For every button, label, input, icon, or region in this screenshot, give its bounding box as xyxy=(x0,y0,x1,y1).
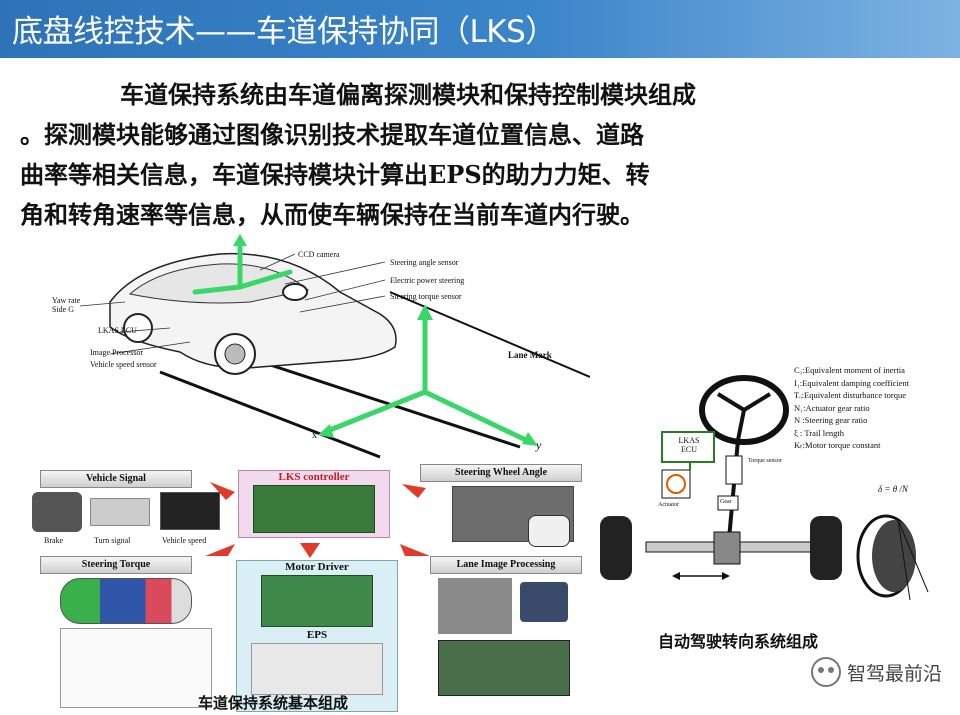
torque-sensor-label: Torque sensor xyxy=(748,458,782,464)
car-sensor-diagram: CCD camera Steering angle sensor Electri… xyxy=(50,232,591,460)
legend-item: I₁:Equivalent damping coefficient xyxy=(794,377,910,388)
steering-system-diagram: C₁:Equivalent moment of inertia I₁:Equiv… xyxy=(598,360,960,660)
motor-driver-label: Motor Driver xyxy=(285,561,349,573)
legend-item: Tₒ:Equivalent disturbance torque xyxy=(794,390,906,400)
title-bar: 底盘线控技术——车道保持协同（LKS） xyxy=(0,0,960,58)
legend-item: Kₜ:Motor torque constant xyxy=(794,440,881,450)
paragraph-line: 车道保持系统由车道偏离探测模块和保持控制模块组成 xyxy=(120,80,696,109)
car-illustration xyxy=(79,234,591,459)
paragraph-line: 。探测模块能够通过图像识别技术提取车道位置信息、道路 xyxy=(20,120,644,149)
lane-mark-label: Lane Mark xyxy=(508,350,552,360)
legend-item: ξ : Trail length xyxy=(794,427,844,438)
vehicle-speed-image xyxy=(160,492,220,530)
steering-illustration xyxy=(600,375,929,601)
image-processor-label: Image Processor xyxy=(90,348,144,357)
legend-item: C₁:Equivalent moment of inertia xyxy=(794,365,905,375)
block-arrows xyxy=(205,482,430,558)
processing-board-image xyxy=(438,640,570,696)
controller-board-image xyxy=(253,485,375,533)
steering-torque-label: Steering Torque xyxy=(40,556,192,574)
steering-angle-sensor-label: Steering angle sensor xyxy=(390,258,459,267)
brake-image xyxy=(32,492,82,532)
eps-label: EPS xyxy=(306,629,328,641)
gear-label: Gear xyxy=(720,499,732,505)
actuator-label: Actuator xyxy=(658,502,679,508)
steering-torque-sensor-label: Steering torque sensor xyxy=(390,292,462,301)
lkas-ecu-box-label: LKAS ECU xyxy=(678,436,700,454)
motor-driver-board-image xyxy=(261,575,373,627)
angle-sensor-image xyxy=(528,515,570,547)
yaw-rate-label: Yaw rate xyxy=(52,296,81,305)
steering-diagram-caption: 自动驾驶转向系统组成 xyxy=(658,632,819,651)
lks-controller-block: LKS controller xyxy=(238,470,390,538)
lane-image-processing-label: Lane Image Processing xyxy=(430,556,582,574)
lks-block-diagram: LKS controller Vehicle Signal Brake Turn… xyxy=(30,460,600,715)
road-photo-image xyxy=(438,578,512,634)
vehicle-speed-label: Vehicle speed xyxy=(162,536,207,545)
legend-item: N₁:Actuator gear ratio xyxy=(794,402,870,413)
turn-signal-image xyxy=(90,498,150,526)
body-paragraph: 车道保持系统由车道偏离探测模块和保持控制模块组成 。探测模块能够通过图像识别技术… xyxy=(20,75,950,235)
torque-chart-image xyxy=(60,628,212,708)
brake-label: Brake xyxy=(44,536,64,545)
side-g-label: Side G xyxy=(52,305,74,314)
eps-image xyxy=(251,643,383,695)
steering-legend: C₁:Equivalent moment of inertia I₁:Equiv… xyxy=(794,364,909,452)
electric-power-steering-label: Electric power steering xyxy=(390,276,465,285)
paragraph-line: 角和转角速率等信息，从而使车辆保持在当前车道内行驶。 xyxy=(20,200,644,229)
lkas-ecu-label: LKAS ECU xyxy=(98,326,137,335)
turn-signal-label: Turn signal xyxy=(94,536,131,545)
page-title: 底盘线控技术——车道保持协同（LKS） xyxy=(12,14,556,50)
axis-y-label: y xyxy=(536,438,542,452)
watermark: 智驾最前沿 xyxy=(810,657,942,687)
torque-sensor-image xyxy=(60,578,192,624)
watermark-text: 智驾最前沿 xyxy=(846,662,942,685)
camera-image xyxy=(520,582,568,622)
steering-wheel-image xyxy=(452,486,574,542)
lks-controller-label: LKS controller xyxy=(278,471,350,483)
axis-x-label: x xyxy=(312,430,317,441)
paragraph-line: 曲率等相关信息，车道保持模块计算出EPS的助力力矩、转 xyxy=(20,160,650,189)
steering-wheel-angle-label: Steering Wheel Angle xyxy=(420,464,582,482)
vehicle-speed-sensor-label: Vehicle speed sensor xyxy=(90,360,157,369)
motor-driver-block: Motor Driver EPS xyxy=(236,560,398,712)
block-diagram-caption: 车道保持系统基本组成 xyxy=(198,694,349,712)
steer-angle-formula: δ = θ /N xyxy=(878,484,908,494)
ccd-camera-label: CCD camera xyxy=(298,250,340,259)
legend-item: N :Steering gear ratio xyxy=(794,415,868,425)
wechat-icon xyxy=(810,657,841,687)
vehicle-signal-label: Vehicle Signal xyxy=(40,470,192,488)
